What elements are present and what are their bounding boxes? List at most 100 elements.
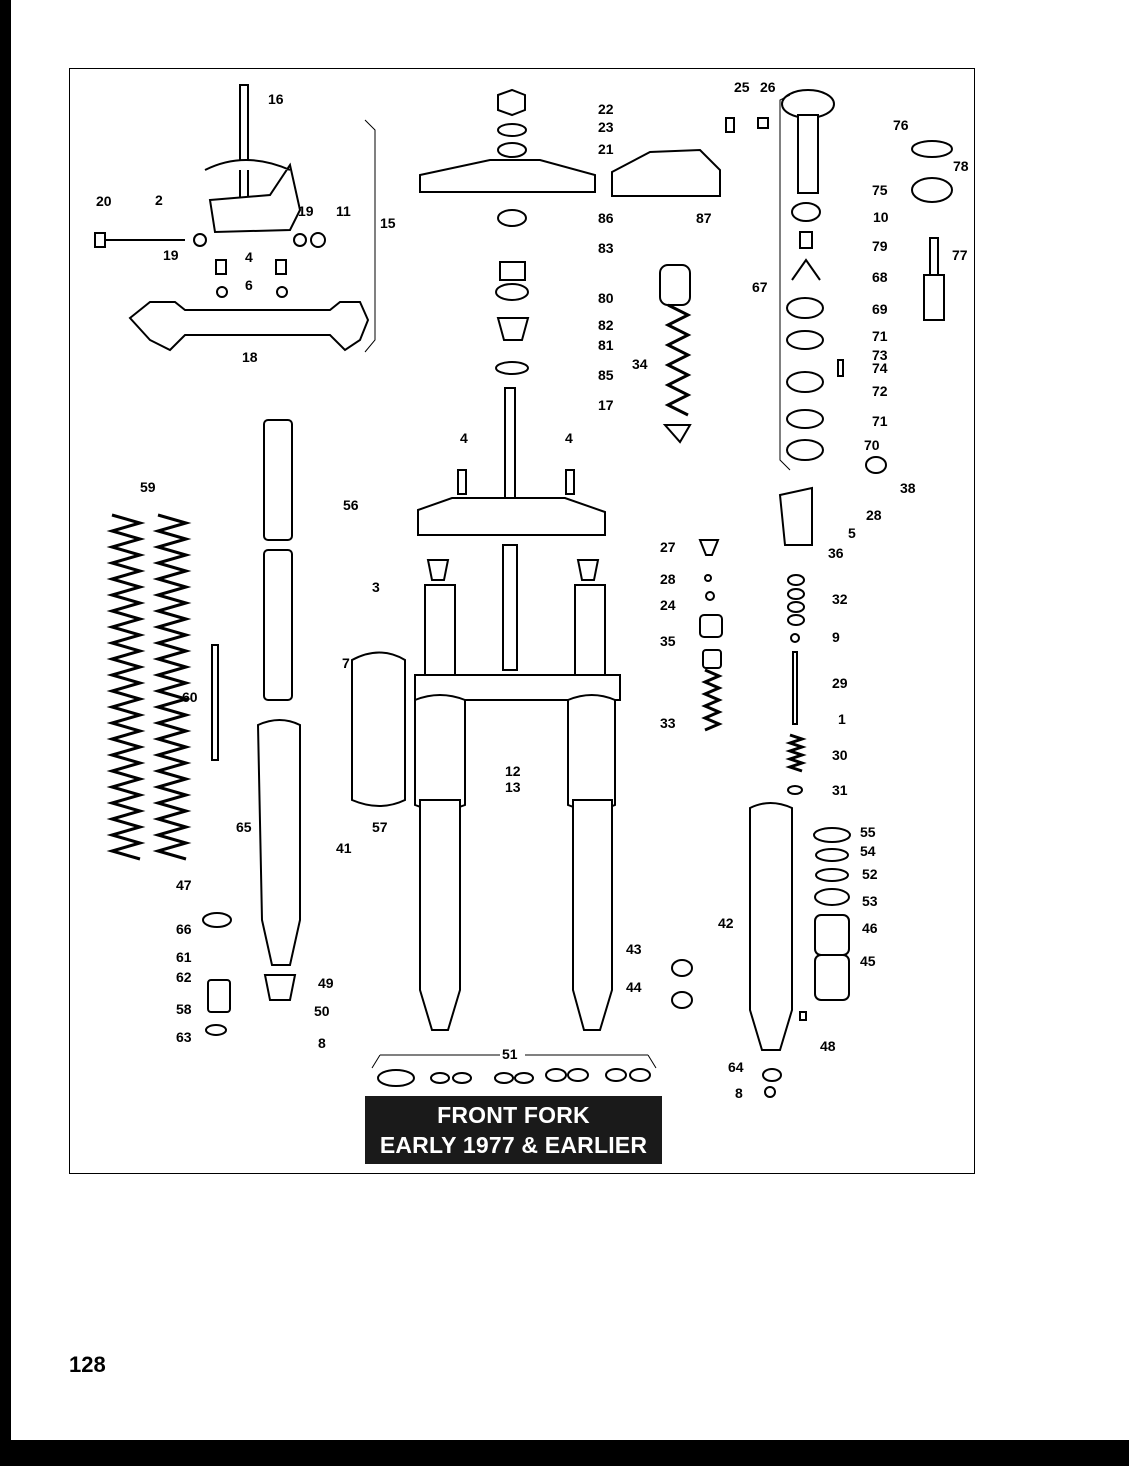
callout-10: 10 — [873, 209, 889, 225]
callout-4-2: 4 — [460, 430, 468, 446]
callout-55: 55 — [860, 824, 876, 840]
page-edge-bar-bottom — [0, 1440, 1129, 1466]
callout-54: 54 — [860, 843, 876, 859]
callout-43: 43 — [626, 941, 642, 957]
callout-71-2: 71 — [872, 413, 888, 429]
callout-7: 7 — [342, 655, 350, 671]
callout-17: 17 — [598, 397, 614, 413]
page-number: 128 — [69, 1352, 106, 1377]
callout-33: 33 — [660, 715, 676, 731]
upper-bracket-assembly — [94, 84, 376, 353]
callout-12: 12 — [505, 763, 521, 779]
callout-25: 25 — [734, 79, 750, 95]
callout-45: 45 — [860, 953, 876, 969]
callout-61: 61 — [176, 949, 192, 965]
callout-4-3: 4 — [565, 430, 573, 446]
callout-36: 36 — [828, 545, 844, 561]
parts-drawing — [94, 84, 953, 1098]
callout-63: 63 — [176, 1029, 192, 1045]
callout-19: 19 — [298, 203, 314, 219]
callout-77: 77 — [952, 247, 968, 263]
callout-28-2: 28 — [866, 507, 882, 523]
main-fork-assembly — [414, 469, 621, 1031]
callout-44: 44 — [626, 979, 642, 995]
callout-62: 62 — [176, 969, 192, 985]
callout-67: 67 — [752, 279, 768, 295]
callout-83: 83 — [598, 240, 614, 256]
callout-51: 51 — [502, 1046, 518, 1062]
callout-60: 60 — [182, 689, 198, 705]
valve-parts — [671, 539, 723, 1009]
fork-springs — [106, 513, 192, 861]
callout-16: 16 — [268, 91, 284, 107]
right-valve-stack — [785, 574, 807, 795]
callout-65: 65 — [236, 819, 252, 835]
callout-87: 87 — [696, 210, 712, 226]
callout-48: 48 — [820, 1038, 836, 1054]
callout-9: 9 — [832, 629, 840, 645]
seal-kit — [371, 1054, 657, 1087]
callout-53: 53 — [862, 893, 878, 909]
callout-8-2: 8 — [735, 1085, 743, 1101]
callout-85: 85 — [598, 367, 614, 383]
callout-47: 47 — [176, 877, 192, 893]
callout-6: 6 — [245, 277, 253, 293]
callout-68: 68 — [872, 269, 888, 285]
damper-parts — [779, 89, 953, 471]
callout-34: 34 — [632, 356, 648, 372]
callout-18: 18 — [242, 349, 258, 365]
diagram-title-box: FRONT FORK EARLY 1977 & EARLIER — [365, 1096, 662, 1164]
callout-57: 57 — [372, 819, 388, 835]
callout-35: 35 — [660, 633, 676, 649]
callout-2: 2 — [155, 192, 163, 208]
callout-8: 8 — [318, 1035, 326, 1051]
callout-27: 27 — [660, 539, 676, 555]
callout-26: 26 — [760, 79, 776, 95]
callout-69: 69 — [872, 301, 888, 317]
callout-19-2: 19 — [163, 247, 179, 263]
title-line-1: FRONT FORK — [437, 1102, 590, 1128]
callout-74: 74 — [872, 360, 888, 376]
callout-22: 22 — [598, 101, 614, 117]
callout-58: 58 — [176, 1001, 192, 1017]
callout-31: 31 — [832, 782, 848, 798]
top-clamp-assembly — [419, 88, 769, 227]
diagram-frame — [69, 68, 975, 1174]
callout-29: 29 — [832, 675, 848, 691]
callout-80: 80 — [598, 290, 614, 306]
callout-13: 13 — [505, 779, 521, 795]
callout-11: 11 — [336, 203, 351, 219]
callout-1: 1 — [838, 711, 846, 727]
callout-21: 21 — [598, 141, 614, 157]
callout-49: 49 — [318, 975, 334, 991]
callout-76: 76 — [893, 117, 909, 133]
callout-20: 20 — [96, 193, 112, 209]
callout-81: 81 — [598, 337, 614, 353]
callout-52: 52 — [862, 866, 878, 882]
right-slider-parts — [749, 802, 851, 1098]
callout-4: 4 — [245, 249, 253, 265]
callout-5: 5 — [848, 525, 856, 541]
callout-78: 78 — [953, 158, 969, 174]
callout-3: 3 — [372, 579, 380, 595]
callout-28: 28 — [660, 571, 676, 587]
callout-71: 71 — [872, 328, 888, 344]
callout-79: 79 — [872, 238, 888, 254]
callout-66: 66 — [176, 921, 192, 937]
left-tube-parts — [202, 419, 406, 1036]
callout-56: 56 — [343, 497, 359, 513]
callout-73: 73 — [872, 347, 888, 363]
callout-64: 64 — [728, 1059, 744, 1075]
stem-parts — [495, 261, 530, 509]
callout-70: 70 — [864, 437, 880, 453]
callout-41: 41 — [336, 840, 352, 856]
callout-30: 30 — [832, 747, 848, 763]
title-line-2: EARLY 1977 & EARLIER — [379, 1132, 648, 1158]
callout-46: 46 — [862, 920, 878, 936]
callout-59: 59 — [140, 479, 156, 495]
callout-50: 50 — [314, 1003, 330, 1019]
callout-23: 23 — [598, 119, 614, 135]
damper-body — [659, 264, 887, 546]
